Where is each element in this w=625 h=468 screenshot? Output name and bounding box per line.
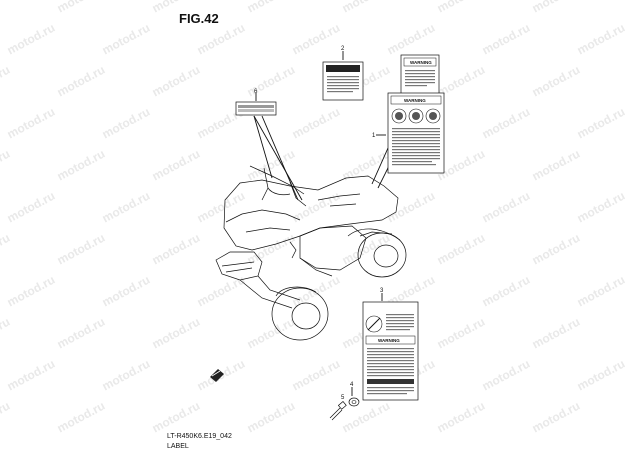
part-2-warning-label: [322, 61, 364, 101]
upper-warning-label: WARNING: [400, 54, 440, 96]
warning-text-3: WARNING: [378, 338, 400, 343]
part-5-rivet: [329, 401, 347, 421]
warning-text-upper: WARNING: [410, 60, 432, 65]
callout-4: 4: [350, 382, 354, 388]
callout-1: 1: [372, 133, 376, 139]
part-1-warning-label: WARNING: [387, 92, 445, 174]
figure-caption: LABEL: [167, 443, 189, 450]
figure-caption-block: LT-R450K6.E19_042 LABEL: [167, 432, 232, 452]
warning-text-1: WARNING: [404, 98, 426, 103]
callout-5: 5: [341, 395, 345, 401]
front-arrow-marker: [210, 369, 224, 382]
part-3-warning-label: WARNING: [362, 301, 419, 401]
part-4-washer: [348, 397, 360, 407]
callout-6: 6: [254, 89, 258, 95]
callout-2: 2: [341, 46, 345, 52]
atv-drawing: [215, 165, 407, 341]
leader-lines: [253, 51, 393, 396]
figure-title: FIG.42: [179, 11, 219, 26]
part-6-label-strip: [235, 101, 277, 116]
callout-3: 3: [380, 288, 384, 294]
model-code: LT-R450K6.E19_042: [167, 433, 232, 440]
